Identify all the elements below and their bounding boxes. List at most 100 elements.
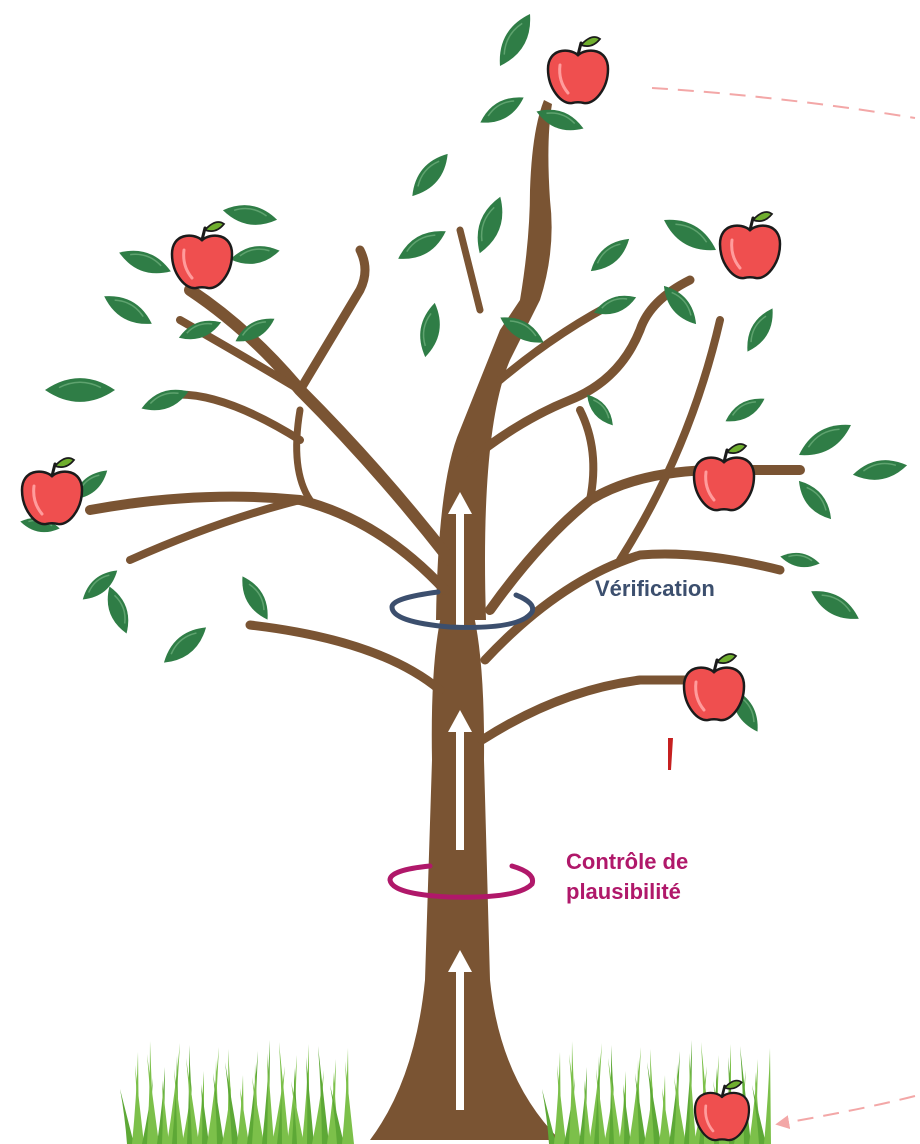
leaf-icon [725,398,765,422]
leaf-icon [587,394,613,426]
grass-blade [674,1077,686,1144]
verification-label: Vérification [595,576,715,601]
grass-blade [162,1080,169,1144]
leaf-icon [420,302,440,358]
leaf-icon [477,196,503,254]
leaf-icon [104,296,152,324]
leaf-icon [45,378,115,402]
leaf-icon [500,317,544,343]
leaf-icon [664,219,716,251]
branch [480,549,785,665]
grass-blade [147,1054,159,1144]
plausibility-label-line2: plausibilité [566,879,681,904]
grass-blade [291,1081,304,1144]
apples [20,36,782,1142]
branch [166,390,304,444]
branch [293,406,314,504]
apple-icon [692,443,756,512]
grass-blade [213,1073,224,1144]
grass-blade [279,1042,289,1144]
grass-blade [635,1073,646,1144]
grass-blade [596,1069,606,1144]
branch [184,284,456,566]
grass-blade [584,1080,591,1144]
flow-arrows [448,492,472,1110]
upper-trunk [436,100,552,620]
branch [477,675,725,745]
grass-blade [330,1085,344,1144]
plausibility-label: Contrôle de plausibilité [566,847,688,907]
grass-blade [207,1047,219,1144]
leaf-icon [852,460,908,480]
grass-blade [647,1062,661,1144]
grass-blade [689,1053,696,1144]
apple-icon [170,221,234,290]
branch [576,406,598,504]
red-mark [668,738,673,770]
leaf-icon [747,308,773,352]
grass-blade [318,1046,329,1144]
trunk [370,600,560,1140]
apple-icon [693,1079,751,1142]
grass-blade [619,1071,626,1144]
grass-blade [589,1043,602,1144]
tree-trunk [85,100,805,1140]
grass-blade [252,1077,264,1144]
leaf-icon [590,238,630,272]
grass-blade [197,1071,204,1144]
branch [245,620,445,695]
branch [126,496,304,564]
grass-blade [201,1084,209,1144]
branch [295,245,370,395]
grass-blade [225,1062,239,1144]
grass-blade [186,1058,199,1144]
leaf-icon [412,153,448,197]
grass-blade [752,1085,766,1144]
grass-blade [302,1044,309,1144]
verification-ring-icon [389,589,536,630]
up-arrow-icon [448,710,472,850]
leaf-icon [82,570,118,600]
leaf-icon [107,586,129,634]
leaf-icon [780,552,820,568]
grass-blade [135,1065,144,1144]
grass-blade [345,1061,354,1144]
leaf-icon [230,246,280,264]
leaf-icon [499,14,531,66]
leaf-icon [480,97,524,123]
apple-icon [546,36,610,105]
leaf-icon [536,109,584,131]
leaf-icon [119,250,171,274]
up-arrow-icon [448,492,472,625]
grass-blade [569,1054,581,1144]
branch [465,275,695,465]
branch [456,226,484,314]
grass-blade [608,1058,621,1144]
leaf-icon [222,205,278,225]
apple-icon [682,653,746,722]
leaf-icon [593,295,637,315]
grass-blade [306,1057,314,1144]
up-arrow-icon [448,950,472,1110]
dashed-arrow-bottom [775,1095,916,1130]
apple-icon [718,211,782,280]
grass-blade [542,1089,556,1144]
leaf-icon [163,627,207,663]
leaf-icon [141,389,189,411]
branch [616,316,724,564]
leaf-icon [398,231,446,259]
leaves [20,14,908,732]
plausibility-ring-icon [387,863,536,900]
grass-blade [174,1069,184,1144]
grass-blade [167,1043,180,1144]
grass-left [120,1040,354,1144]
grass-blade [629,1047,641,1144]
grass-blade [623,1084,631,1144]
grass-blade [267,1053,274,1144]
leaf-icon [798,480,832,520]
apple-icon [20,457,84,526]
grass-blade [120,1089,134,1144]
plausibility-label-line1: Contrôle de [566,849,689,874]
grass-blade [240,1088,249,1144]
